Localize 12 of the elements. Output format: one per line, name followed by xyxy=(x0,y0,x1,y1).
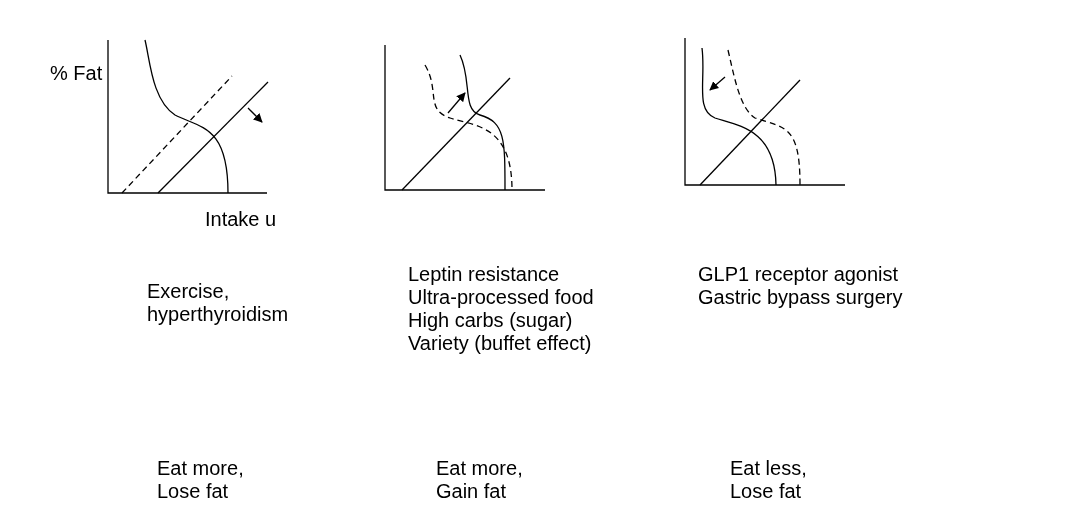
cause-text: Ultra-processed food xyxy=(408,286,594,309)
cause-text: High carbs (sugar) xyxy=(408,309,573,332)
outcome-text: Eat less, Lose fat xyxy=(730,457,808,503)
axis-label: % Fat xyxy=(50,62,103,85)
outcome-text: Eat more, Lose fat xyxy=(157,457,245,503)
cause-text: Exercise, hyperthyroidism xyxy=(147,280,290,326)
outcome-text: Eat more, Gain fat xyxy=(436,457,524,503)
cause-text: Gastric bypass surgery xyxy=(698,286,903,309)
axis-label: Intake u xyxy=(205,208,277,231)
cause-text: Variety (buffet effect) xyxy=(408,332,592,355)
cause-text: GLP1 receptor agonist xyxy=(698,263,899,286)
cause-text: Leptin resistance xyxy=(408,263,560,286)
